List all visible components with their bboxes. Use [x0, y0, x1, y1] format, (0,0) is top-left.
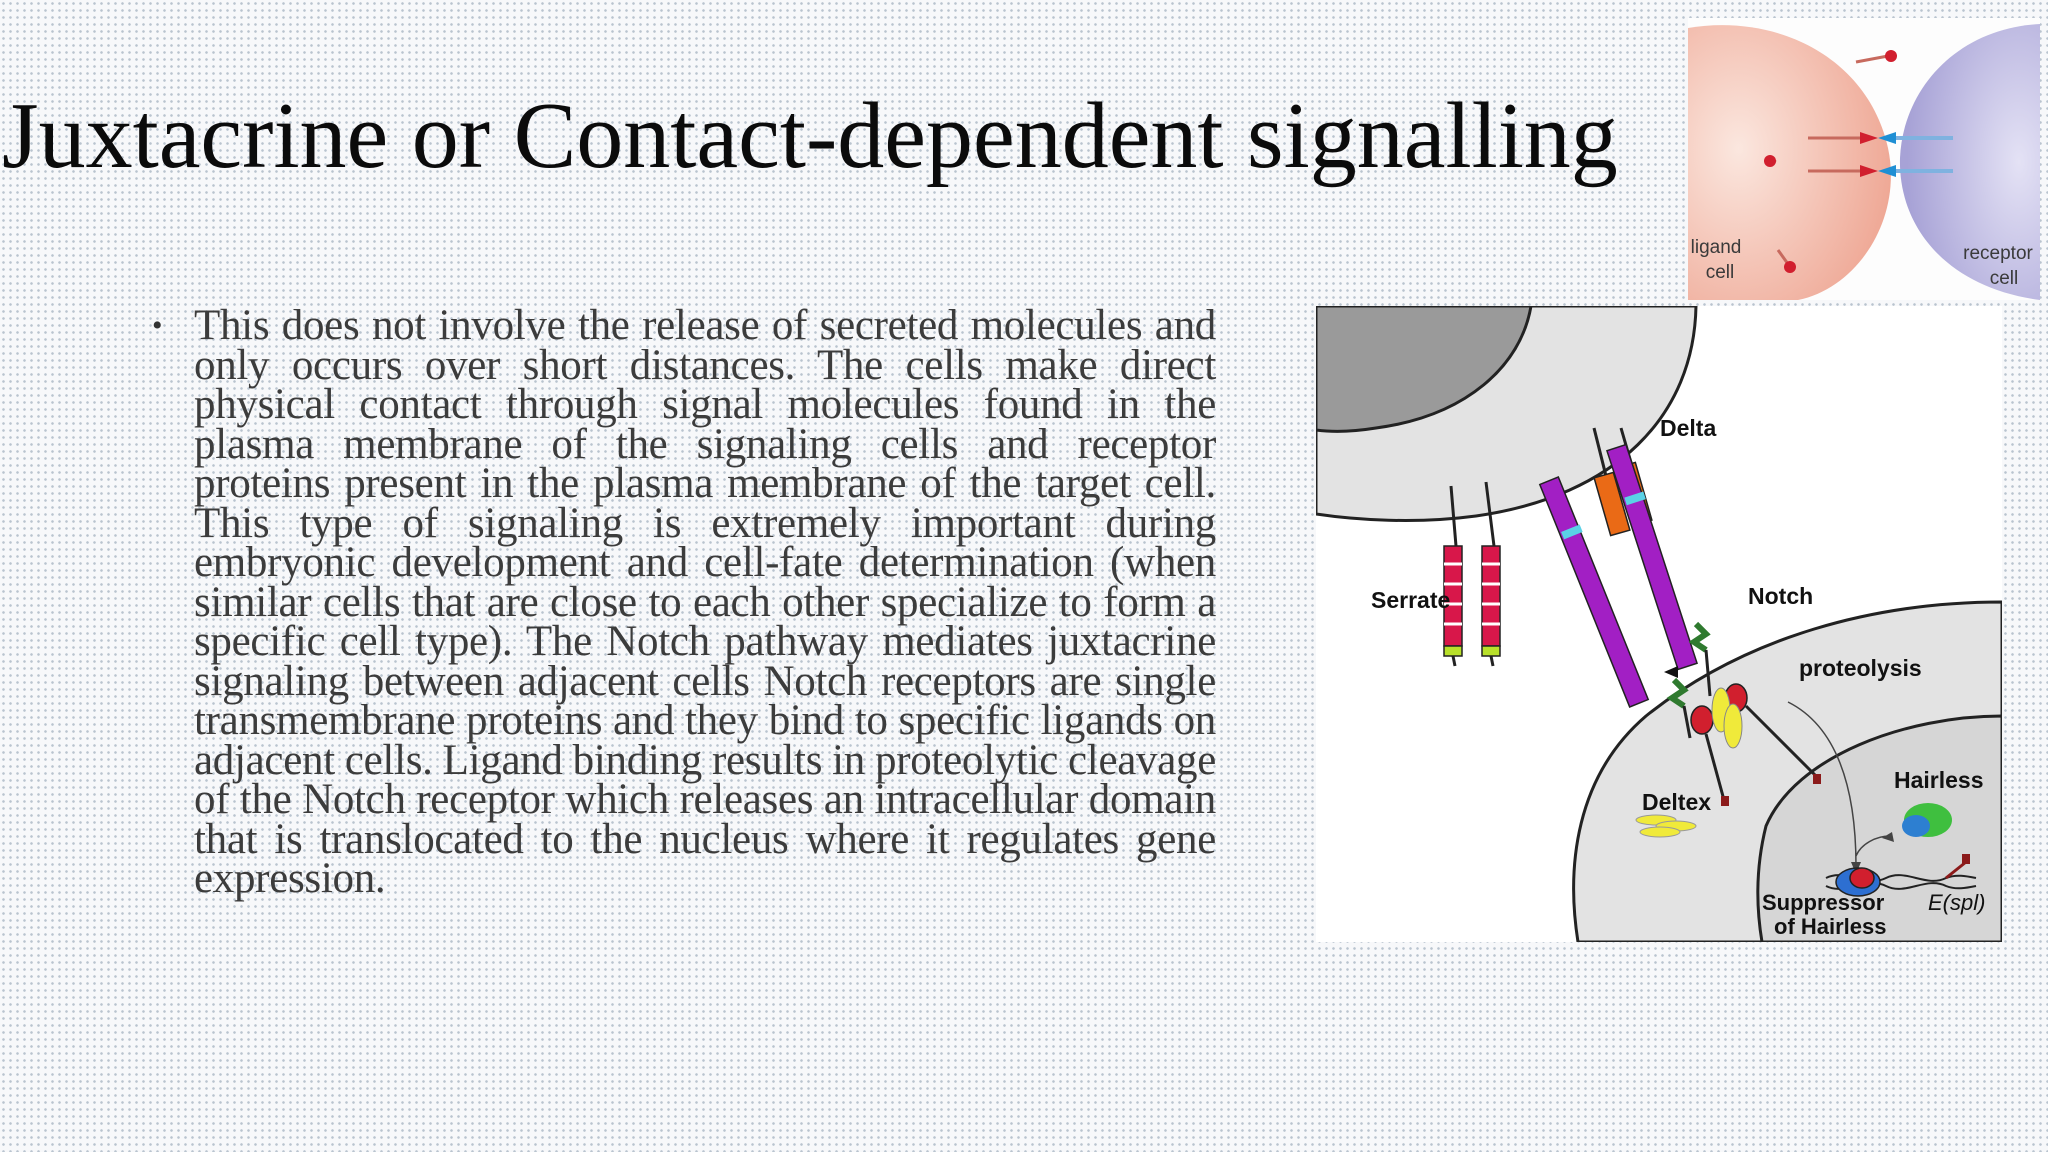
receptor-cell-label-2: cell — [1990, 268, 2019, 289]
hairless-protein — [1902, 803, 1952, 837]
ligand-cell — [1688, 25, 1891, 300]
serrate-ligand — [1443, 481, 1501, 667]
hairless-label: Hairless — [1894, 767, 1984, 793]
contact-signalling-figure: ligand cell receptor cell — [1688, 18, 2040, 300]
signalling-cell-nucleus — [1314, 304, 1533, 433]
ligand-cell-label-1: ligand — [1691, 237, 1742, 258]
suppressor-label-2: of Hairless — [1774, 914, 1887, 939]
espl-label: E(spl) — [1928, 890, 1985, 915]
notch-pathway-figure: Delta Serrate Notch proteolysis Deltex H… — [1314, 304, 2004, 944]
receiving-cell-nucleus — [1756, 714, 2004, 944]
notch-label: Notch — [1748, 583, 1813, 609]
slide-title: Juxtacrine or Contact-dependent signalli… — [2, 84, 1618, 188]
suppressor-of-hairless — [1825, 854, 1977, 897]
receptor-cell — [1899, 24, 2040, 300]
body-text-block: • This does not involve the release of s… — [152, 302, 1216, 902]
delta-label: Delta — [1660, 415, 1716, 441]
suppressor-label-1: Suppressor — [1762, 890, 1885, 915]
receptor-cell-label-1: receptor — [1963, 243, 2033, 264]
body-paragraph: This does not involve the release of sec… — [194, 302, 1216, 902]
proteolysis-label: proteolysis — [1799, 655, 1922, 681]
deltex-protein — [1635, 814, 1697, 838]
deltex-label: Deltex — [1642, 789, 1711, 815]
bullet-marker: • — [152, 309, 163, 342]
notch-receptor — [1538, 443, 1821, 806]
ligand-cell-label-2: cell — [1706, 262, 1735, 283]
serrate-label: Serrate — [1371, 587, 1450, 613]
